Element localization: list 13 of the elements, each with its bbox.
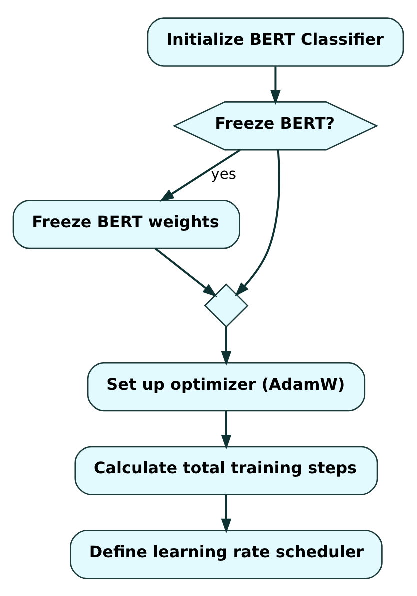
arrow bbox=[154, 247, 218, 297]
arrow bbox=[221, 494, 232, 534]
node-box: Freeze BERT weights bbox=[12, 200, 240, 249]
arrow bbox=[270, 66, 281, 104]
node-box: Set up optimizer (AdamW) bbox=[87, 362, 366, 412]
node-box: Calculate total training steps bbox=[74, 446, 378, 495]
arrow bbox=[235, 150, 280, 296]
node-box: Define learning rate scheduler bbox=[70, 530, 383, 579]
node-box: Initialize BERT Classifier bbox=[147, 17, 404, 66]
edge-label: yes bbox=[211, 166, 236, 183]
arrow bbox=[221, 410, 232, 450]
arrow bbox=[221, 326, 232, 366]
arrow bbox=[160, 148, 241, 202]
